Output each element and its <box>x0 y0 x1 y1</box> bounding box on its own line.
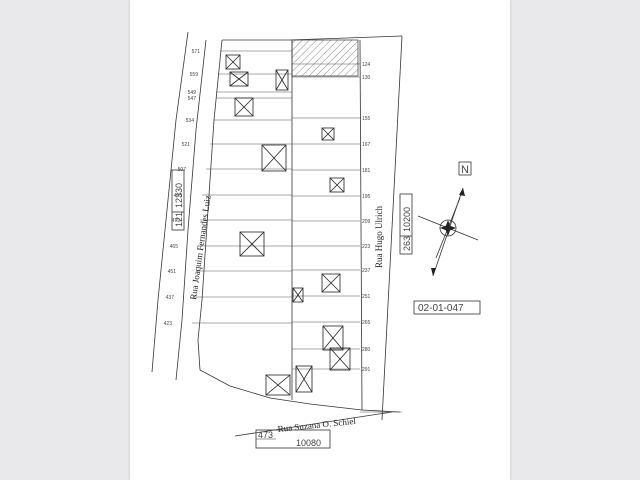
bottom-code-b: 10080 <box>296 438 321 448</box>
building-9 <box>321 273 341 293</box>
lot-number-left: 534 <box>186 118 195 124</box>
right-code-a: 263 <box>402 236 412 251</box>
block-south-boundary <box>199 369 363 411</box>
building-2 <box>229 71 249 87</box>
lot-number-left: 437 <box>166 295 175 301</box>
lot-number-left: 451 <box>168 269 177 275</box>
bottom-code-a: 473 <box>258 430 273 440</box>
lot-number-right: 124 <box>362 62 371 68</box>
bottom-code-box: 473 10080 <box>255 429 331 449</box>
right-street-name: Rua Hugo Ulrich <box>374 206 384 268</box>
lot-number-left: 479 <box>172 218 181 224</box>
lot-number-left: 547 <box>188 96 197 102</box>
lot-number-left: 521 <box>182 142 191 148</box>
building-12 <box>329 347 351 371</box>
building-5 <box>321 127 335 141</box>
lot-number-right: 265 <box>362 320 371 326</box>
right-code-box: 263 10200 <box>399 193 413 255</box>
lot-number-right: 130 <box>362 75 371 81</box>
block-west-boundary <box>197 39 223 371</box>
lot-number-right: 237 <box>362 268 371 274</box>
building-7 <box>329 177 345 193</box>
lot-number-right: 181 <box>362 168 371 174</box>
lot-number-left: 549 <box>188 90 197 96</box>
left-street-outer-edge <box>151 31 189 373</box>
lot-number-left: 559 <box>190 72 199 78</box>
lot-number-right: 155 <box>362 116 371 122</box>
lot-number-right: 280 <box>362 347 371 353</box>
bottom-street-name: Rua Suzana O. Schiel <box>277 416 357 434</box>
building-1 <box>225 54 241 70</box>
left-street-name: Rua Joaquim Fernandes Luiz <box>188 195 213 301</box>
building-3 <box>275 69 289 91</box>
building-14 <box>295 365 313 393</box>
lot-number-right: 223 <box>362 244 371 250</box>
bottom-street-edge-2 <box>361 409 401 413</box>
lot-number-right: 251 <box>362 294 371 300</box>
north-indicator: N <box>458 161 472 176</box>
building-8 <box>239 231 265 257</box>
lot-number-left: 571 <box>192 49 201 55</box>
lot-number-right: 195 <box>362 194 371 200</box>
building-6 <box>261 144 287 172</box>
left-code-b: 12330 <box>174 183 184 208</box>
lot-number-left: 493 <box>174 193 183 199</box>
cadastral-map: 571559549547534521507493479465451437423 … <box>151 31 481 449</box>
right-code-b: 10200 <box>402 207 412 232</box>
left-code-a: 121 <box>174 212 184 227</box>
compass-rose-icon <box>417 187 479 277</box>
right-street-edge <box>381 35 403 421</box>
block-north-boundary <box>222 35 403 41</box>
block-id: 02-01-047 <box>418 303 464 314</box>
north-label: N <box>461 164 469 176</box>
lot-number-left: 465 <box>170 244 179 250</box>
building-4 <box>234 97 254 117</box>
building-13 <box>265 374 291 396</box>
block-east-boundary <box>359 39 363 411</box>
lot-number-right: 209 <box>362 219 371 225</box>
building-10 <box>292 287 304 303</box>
block-id-box: 02-01-047 <box>413 300 481 315</box>
lot-number-left: 423 <box>164 321 173 327</box>
building-11 <box>322 325 344 351</box>
lot-number-right: 167 <box>362 142 371 148</box>
left-street-inner-edge <box>175 39 207 381</box>
lot-number-right: 291 <box>362 367 371 373</box>
bottom-street-edge <box>234 411 393 437</box>
left-code-box: 121 12330 <box>171 169 185 231</box>
hatched-lot <box>291 39 359 77</box>
